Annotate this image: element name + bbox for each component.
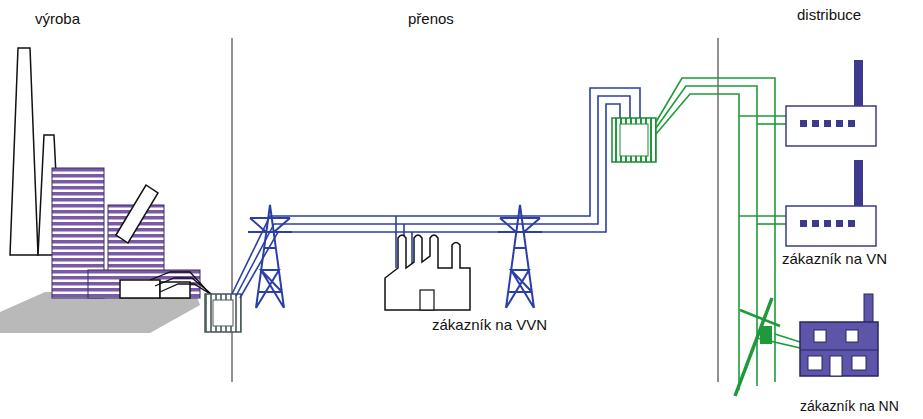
transmission-tower-part bbox=[498, 205, 542, 308]
vn-customer-factory-part-part bbox=[812, 120, 819, 127]
distribution-line-part bbox=[656, 94, 739, 390]
vvn-customer-factory-part bbox=[420, 290, 434, 310]
distribution-line-part bbox=[757, 223, 786, 225]
section-divider-part bbox=[718, 38, 719, 382]
distribution-pole bbox=[735, 298, 780, 396]
vvn-customer-factory-part bbox=[385, 235, 470, 310]
section-divider bbox=[232, 38, 718, 382]
power-plant bbox=[0, 48, 200, 333]
vn-customer-factory-part-part bbox=[824, 120, 831, 127]
transmission-tower-part bbox=[248, 205, 292, 308]
distribution-line-part bbox=[775, 334, 800, 342]
vn-customer-factory-part bbox=[786, 206, 876, 246]
vn-customer-factory-part-part bbox=[800, 220, 807, 227]
power-plant-part bbox=[120, 280, 160, 298]
vn-customer-factory bbox=[786, 160, 876, 246]
nn-customer-house-part bbox=[800, 322, 878, 376]
vn-customer-factory-part-part bbox=[836, 220, 843, 227]
nn-customer-house-part bbox=[852, 356, 866, 370]
vn-customer-factory-part-part bbox=[836, 120, 843, 127]
section-label: výroba bbox=[35, 10, 80, 27]
step-down-transformer-part bbox=[620, 124, 648, 156]
vn-customer-factory-part bbox=[786, 106, 876, 146]
power-plant-part bbox=[10, 48, 38, 255]
step-up-transformer bbox=[205, 294, 241, 332]
nn-customer-house-part bbox=[800, 349, 878, 350]
distribution-line-part bbox=[757, 123, 786, 125]
distribution-line-part bbox=[739, 115, 786, 117]
distribution-pole-part bbox=[740, 310, 780, 326]
vn-customer-factory-part bbox=[854, 160, 863, 206]
nn-customer-house-part bbox=[846, 330, 858, 342]
vn-customer-factory-part-part bbox=[812, 220, 819, 227]
customer-label: zákazník na VN bbox=[782, 250, 887, 267]
nn-customer-house bbox=[800, 294, 878, 376]
distribution-line bbox=[656, 78, 800, 390]
customer-label: zákazník na VVN bbox=[432, 316, 547, 333]
vn-customer-factory-part-part bbox=[800, 120, 807, 127]
nn-customer-house-part bbox=[808, 356, 822, 370]
vn-customer-factory-part-part bbox=[824, 220, 831, 227]
vvn-customer-factory bbox=[385, 235, 470, 310]
distribution-pole-part bbox=[735, 298, 772, 396]
nn-customer-house-part bbox=[830, 356, 842, 376]
vn-customer-factory-part-part bbox=[848, 120, 855, 127]
section-label: distribuce bbox=[797, 6, 861, 23]
vn-customer-factory-part bbox=[800, 220, 855, 227]
step-down-transformer bbox=[612, 118, 656, 162]
nn-customer-house-part bbox=[814, 330, 826, 342]
customer-label: zákazník na NN bbox=[800, 398, 899, 414]
vn-customer-factory-part-part bbox=[848, 220, 855, 227]
distribution-line-part bbox=[739, 215, 786, 217]
power-plant-part bbox=[116, 185, 158, 243]
nn-customer-house-part bbox=[864, 294, 873, 324]
step-down-transformer-part bbox=[612, 118, 656, 162]
vn-customer-factory bbox=[786, 60, 876, 146]
distribution-line-part bbox=[656, 86, 757, 386]
transmission-line-part bbox=[395, 216, 397, 268]
step-up-transformer-part bbox=[205, 294, 241, 332]
step-up-transformer-part bbox=[213, 300, 233, 326]
vn-customer-factory-part bbox=[854, 60, 863, 106]
section-label: přenos bbox=[408, 10, 454, 27]
vn-customer-factory-part bbox=[800, 120, 855, 127]
distribution-pole-part bbox=[760, 326, 772, 344]
